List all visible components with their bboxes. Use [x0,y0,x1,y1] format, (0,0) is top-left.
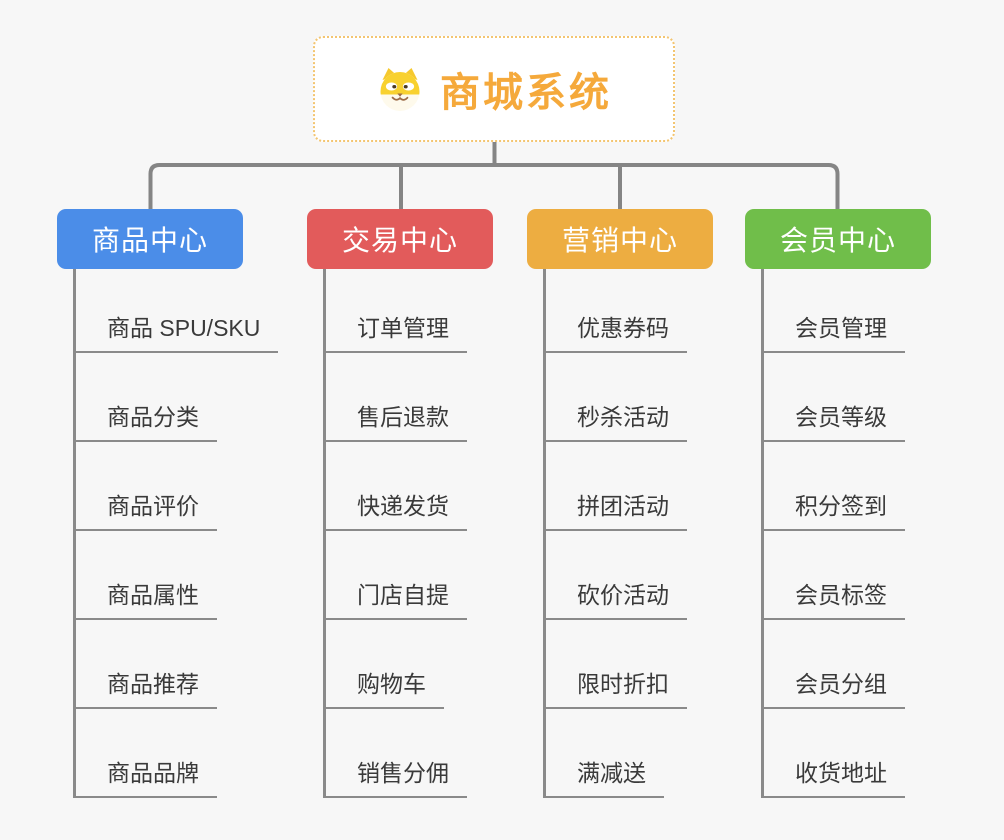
topic-node[interactable]: 售后退款 [326,353,467,442]
topic-node[interactable]: 商品属性 [76,531,217,620]
branch-node-trade-center[interactable]: 交易中心 [307,209,493,269]
root-title: 商城系统 [440,71,612,115]
topic-node[interactable]: 订单管理 [326,269,467,353]
branch-children-trade: 订单管理 售后退款 快递发货 门店自提 购物车 销售分佣 [323,269,467,798]
topic-node[interactable]: 销售分佣 [326,709,467,798]
topic-node[interactable]: 会员等级 [764,353,905,442]
topic-node[interactable]: 商品分类 [76,353,217,442]
branch-node-member-center[interactable]: 会员中心 [745,209,931,269]
topic-node[interactable]: 积分签到 [764,442,905,531]
dog-face-icon [380,68,420,111]
topic-node[interactable]: 会员标签 [764,531,905,620]
branch-children-goods: 商品 SPU/SKU 商品分类 商品评价 商品属性 商品推荐 商品品牌 [73,269,279,798]
topic-node[interactable]: 购物车 [326,620,444,709]
topic-node[interactable]: 砍价活动 [546,531,687,620]
topic-node[interactable]: 商品 SPU/SKU [76,269,279,353]
topic-node[interactable]: 商品品牌 [76,709,217,798]
topic-node[interactable]: 快递发货 [326,442,467,531]
topic-node[interactable]: 限时折扣 [546,620,687,709]
branch-node-marketing-center[interactable]: 营销中心 [527,209,713,269]
topic-node[interactable]: 拼团活动 [546,442,687,531]
topic-node[interactable]: 门店自提 [326,531,467,620]
root-node[interactable]: 商城系统 [313,36,675,142]
topic-node[interactable]: 优惠券码 [546,269,687,353]
branch-children-marketing: 优惠券码 秒杀活动 拼团活动 砍价活动 限时折扣 满减送 [543,269,687,798]
topic-node[interactable]: 商品评价 [76,442,217,531]
branch-node-goods-center[interactable]: 商品中心 [57,209,243,269]
topic-node[interactable]: 收货地址 [764,709,905,798]
branch-children-member: 会员管理 会员等级 积分签到 会员标签 会员分组 收货地址 [761,269,905,798]
topic-node[interactable]: 会员管理 [764,269,905,353]
topic-node[interactable]: 满减送 [546,709,664,798]
topic-node[interactable]: 商品推荐 [76,620,217,709]
topic-node[interactable]: 秒杀活动 [546,353,687,442]
topic-node[interactable]: 会员分组 [764,620,905,709]
